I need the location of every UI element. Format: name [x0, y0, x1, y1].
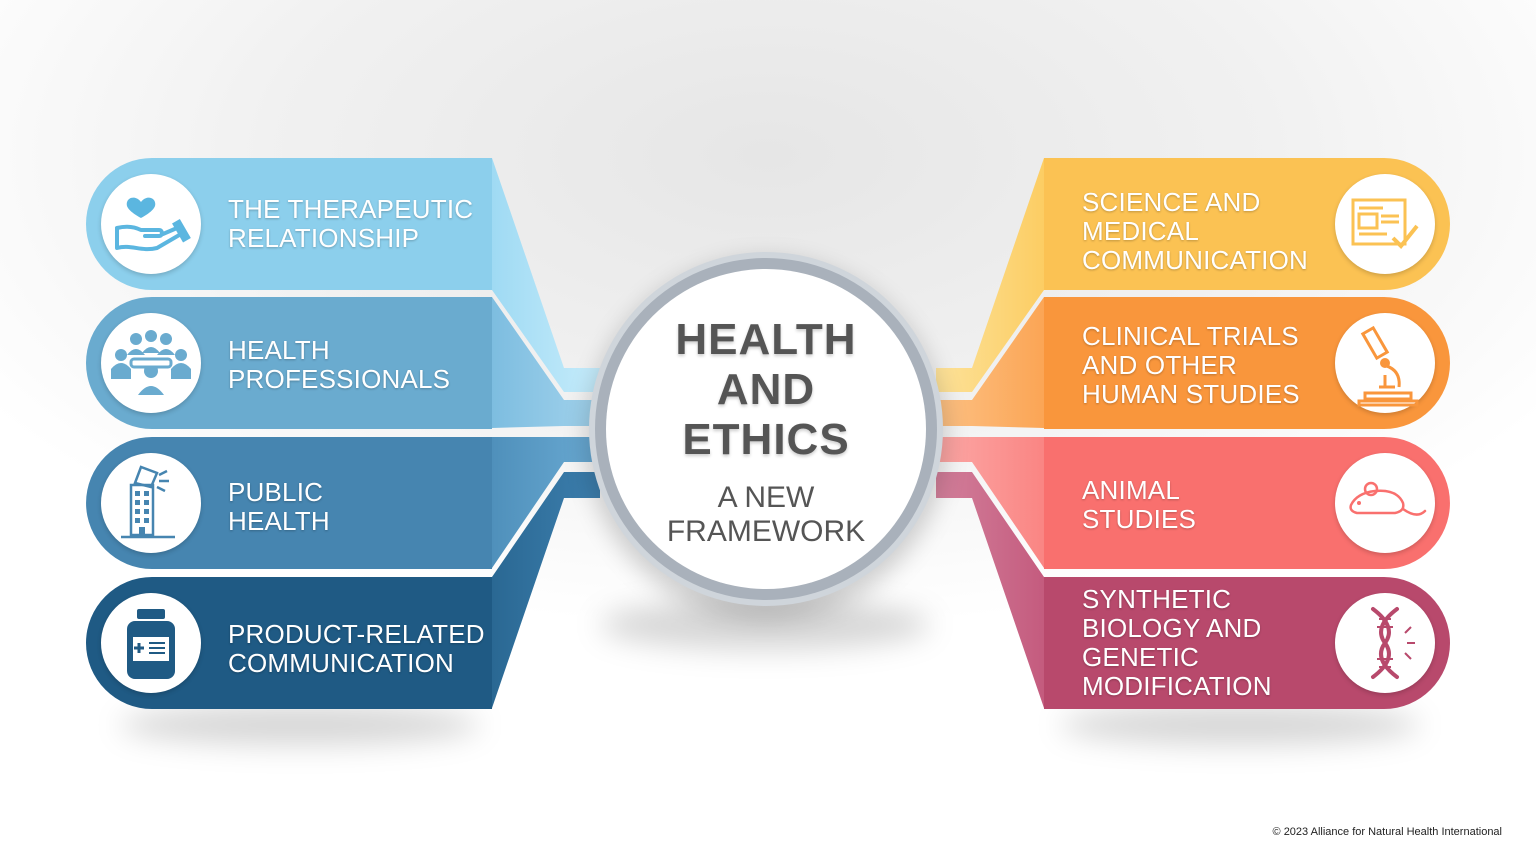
left-item-label-2: HEALTH PROFESSIONALS [228, 336, 450, 394]
left-item-3-line-2: HEALTH [228, 506, 330, 536]
right-item-1-line-1: SCIENCE AND [1082, 187, 1261, 217]
left-item-1-line-2: RELATIONSHIP [228, 223, 420, 253]
left-icon-circle-2 [101, 313, 201, 413]
right-icon-circle-2 [1335, 313, 1435, 413]
right-item-4-line-1: SYNTHETIC [1082, 584, 1232, 614]
left-taper-4 [492, 472, 600, 708]
center-title-line-2: AND [716, 365, 816, 414]
caring-hand-heart-icon [115, 197, 191, 252]
right-taper-4 [936, 472, 1044, 708]
left-item-label-4: PRODUCT-RELATED COMMUNICATION [228, 620, 485, 678]
right-taper-2 [936, 297, 1044, 428]
left-item-2-line-2: PROFESSIONALS [228, 364, 451, 394]
center-title-line-3: ETHICS [682, 415, 850, 464]
right-icon-circle-4 [1335, 593, 1435, 693]
right-item-2-line-2: AND OTHER [1082, 350, 1237, 380]
left-item-4-line-1: PRODUCT-RELATED [228, 619, 485, 649]
right-item-4-line-3: GENETIC [1082, 642, 1199, 672]
right-item-2-line-3: HUMAN STUDIES [1082, 379, 1300, 409]
copyright-notice: © 2023 Alliance for Natural Health Inter… [1272, 826, 1502, 838]
left-icon-circle-3 [101, 453, 201, 553]
right-item-1-line-2: MEDICAL [1082, 216, 1199, 246]
left-taper-2 [492, 297, 600, 428]
left-item-1-line-1: THE THERAPEUTIC [228, 194, 474, 224]
left-icon-circle-4 [101, 593, 201, 693]
center-subtitle-line-1: A NEW [717, 481, 815, 514]
right-item-1-line-3: COMMUNICATION [1082, 245, 1308, 275]
meeting-group-icon [111, 330, 191, 395]
right-taper-1 [936, 158, 1044, 392]
left-icon-circle-1 [101, 174, 201, 274]
right-item-4-line-4: MODIFICATION [1082, 671, 1272, 701]
left-item-label-3: PUBLIC HEALTH [228, 478, 330, 536]
right-icon-circle-3 [1335, 453, 1435, 553]
dna-helix-icon [1371, 607, 1415, 679]
right-shadow [1060, 705, 1420, 745]
right-item-2-line-1: CLINICAL TRIALS [1082, 321, 1299, 351]
right-item-label-4: SYNTHETIC BIOLOGY AND GENETIC MODIFICATI… [1082, 585, 1272, 701]
microscope-icon [1357, 325, 1419, 407]
left-taper-1 [492, 158, 600, 392]
right-item-3-line-2: STUDIES [1082, 504, 1197, 534]
right-taper-3 [936, 437, 1044, 568]
building-megaphone-icon [121, 465, 175, 539]
center-shadow [600, 600, 930, 650]
center-title: HEALTH AND ETHICS [606, 315, 926, 465]
left-taper-3 [492, 437, 600, 568]
left-item-3-line-1: PUBLIC [228, 477, 324, 507]
right-item-3-line-1: ANIMAL [1082, 475, 1181, 505]
left-item-2-line-1: HEALTH [228, 335, 330, 365]
right-item-label-1: SCIENCE AND MEDICAL COMMUNICATION [1082, 188, 1308, 275]
center-title-line-1: HEALTH [675, 315, 857, 364]
right-item-label-3: ANIMAL STUDIES [1082, 476, 1196, 534]
left-item-4-line-2: COMMUNICATION [228, 648, 454, 678]
left-shadow [120, 705, 480, 745]
mouse-icon [1349, 481, 1427, 516]
center-subtitle: A NEW FRAMEWORK [606, 481, 926, 549]
center-hub: HEALTH AND ETHICS A NEW FRAMEWORK [606, 269, 926, 589]
center-subtitle-line-2: FRAMEWORK [666, 515, 866, 548]
right-item-label-2: CLINICAL TRIALS AND OTHER HUMAN STUDIES [1082, 322, 1300, 409]
document-check-icon [1351, 198, 1419, 249]
right-icon-circle-1 [1335, 174, 1435, 274]
right-item-4-line-2: BIOLOGY AND [1082, 613, 1262, 643]
left-item-label-1: THE THERAPEUTIC RELATIONSHIP [228, 195, 473, 253]
medicine-bottle-icon [127, 609, 175, 679]
